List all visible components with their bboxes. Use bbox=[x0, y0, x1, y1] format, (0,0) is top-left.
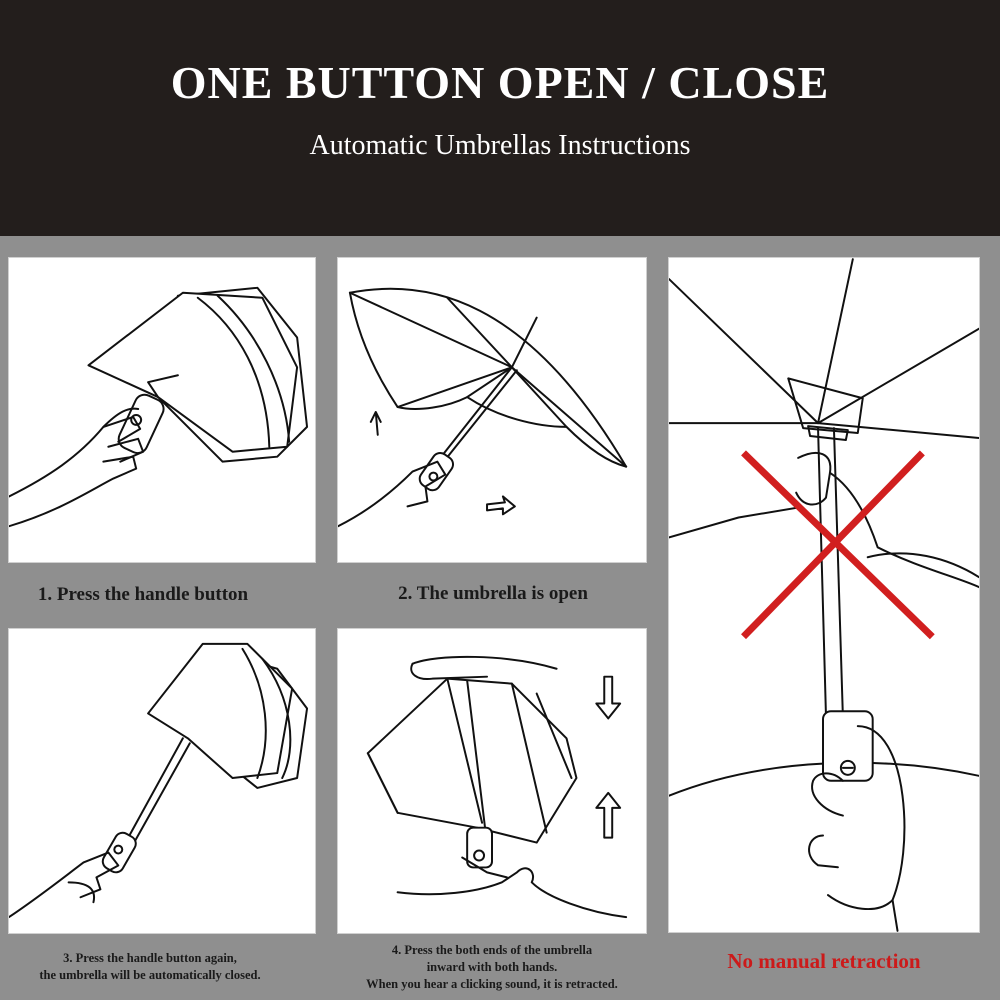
step-4-caption: 4. Press the both ends of the umbrella i… bbox=[330, 942, 654, 993]
step-3-caption-line-1: 3. Press the handle button again, bbox=[63, 951, 237, 965]
closed-umbrella-hand-press-illustration bbox=[9, 642, 309, 919]
retract-umbrella-both-hands-illustration bbox=[366, 655, 628, 919]
page-subtitle: Automatic Umbrellas Instructions bbox=[309, 130, 691, 161]
handle-icon bbox=[822, 710, 874, 782]
folded-umbrella-hand-press-illustration bbox=[9, 286, 309, 528]
open-umbrella-illustration bbox=[338, 287, 628, 528]
page-title: ONE BUTTON OPEN / CLOSE bbox=[170, 57, 830, 108]
red-cross-stroke-2 bbox=[741, 450, 925, 640]
no-manual-retraction-illustration bbox=[669, 258, 979, 932]
step-2-caption: 2. The umbrella is open bbox=[398, 583, 588, 604]
warning-caption: No manual retraction bbox=[727, 949, 921, 973]
step-1-caption: 1. Press the handle button bbox=[37, 584, 249, 605]
step-3-caption-line-2: the umbrella will be automatically close… bbox=[39, 968, 261, 982]
warning-illustration bbox=[668, 257, 980, 933]
red-cross-stroke-1 bbox=[741, 450, 935, 640]
header-banner: ONE BUTTON OPEN / CLOSE Automatic Umbrel… bbox=[0, 0, 1000, 236]
step-4-caption-line-2: inward with both hands. bbox=[426, 960, 558, 974]
step-1-illustration bbox=[8, 257, 316, 563]
step-4-caption-line-3: When you hear a clicking sound, it is re… bbox=[366, 977, 618, 991]
step-4-caption-line-1: 4. Press the both ends of the umbrella bbox=[391, 943, 593, 957]
step-3-illustration bbox=[8, 628, 316, 934]
step-4-illustration bbox=[337, 628, 647, 934]
step-3-caption: 3. Press the handle button again, the um… bbox=[0, 950, 300, 984]
step-2-illustration bbox=[337, 257, 647, 563]
